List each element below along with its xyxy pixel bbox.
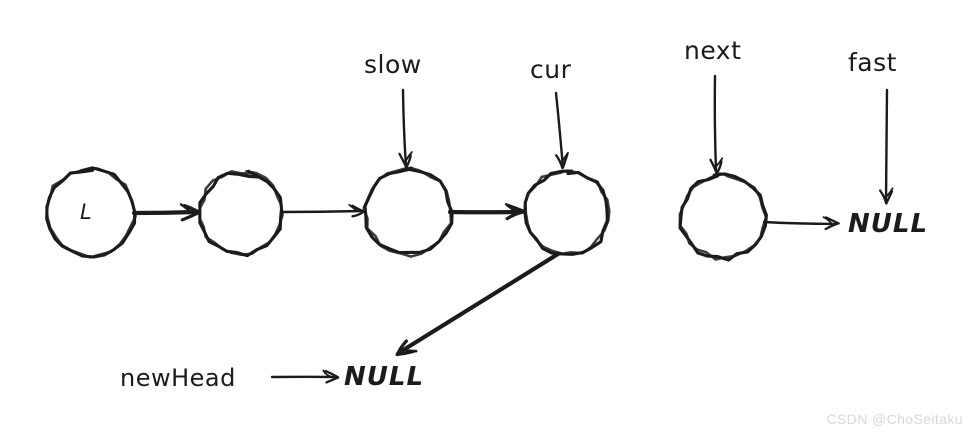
link-arrow-n2-n3-barb2 <box>348 203 359 213</box>
link-arrow-n2-n3-barb <box>351 210 365 218</box>
node-label-L: L <box>80 200 93 224</box>
node-circle-node3-stroke2 <box>362 166 453 258</box>
link-arrow-n1-n2-shaft <box>131 209 199 216</box>
link-arrow-n2-n3-barb <box>351 204 365 213</box>
link-arrow-n5-null-barb2 <box>822 216 833 225</box>
null-label-bottom: NULL <box>344 362 425 392</box>
pointer-arrow-next-barb <box>709 158 718 175</box>
link-arrow-n1-n2-barb <box>182 204 201 214</box>
link-arrow-newhead-null-barb <box>324 369 340 379</box>
link-arrow-n3-n4-barb2 <box>504 203 518 214</box>
pointer-arrow-cur-barb2 <box>561 151 569 163</box>
pointer-arrow-next-shaft <box>713 74 718 173</box>
node-circle-node4-stroke2 <box>524 169 611 255</box>
pointer-label-cur: cur <box>530 55 572 84</box>
node-circle-node2-stroke2 <box>198 170 284 257</box>
pointer-arrow-next-barb <box>715 160 723 175</box>
pointer-label-slow: slow <box>364 50 422 79</box>
pointer-arrow-next-barb2 <box>714 157 724 168</box>
watermark: CSDN @ChoSeitaku <box>826 411 963 427</box>
link-arrow-newhead-null-barb2 <box>322 369 333 378</box>
link-arrow-n2-n3-shaft <box>279 209 364 214</box>
pointer-arrow-cur-shaft <box>554 91 564 168</box>
null-label-right: NULL <box>848 209 929 239</box>
newhead-label: newHead <box>120 364 236 392</box>
pointer-label-fast: fast <box>848 48 897 77</box>
link-arrow-n1-n2-barb2 <box>179 203 193 214</box>
link-arrow-newhead-null-barb <box>325 376 340 384</box>
pointer-arrow-cur-barb <box>555 154 564 170</box>
link-arrow-n5-null-barb <box>824 216 840 225</box>
pointer-arrow-slow-shaft <box>401 88 408 167</box>
link-arrow-cur-to-newnull-shaft <box>397 251 561 355</box>
link-arrow-n5-null-barb <box>824 222 839 231</box>
pointer-arrow-slow-barb2 <box>404 151 413 162</box>
node-circle-node1-stroke2 <box>45 167 137 259</box>
pointer-arrow-fast-barb <box>885 190 894 205</box>
pointer-arrow-slow-barb <box>405 154 412 169</box>
pointer-label-next: next <box>684 36 742 65</box>
link-arrow-cur-to-newnull-barb2 <box>402 348 418 353</box>
link-arrow-n5-null-shaft <box>762 220 838 226</box>
node-circle-node5-stroke2 <box>678 172 768 261</box>
pointer-arrow-fast-shaft <box>884 88 889 203</box>
pointer-arrow-fast-barb2 <box>885 187 894 198</box>
